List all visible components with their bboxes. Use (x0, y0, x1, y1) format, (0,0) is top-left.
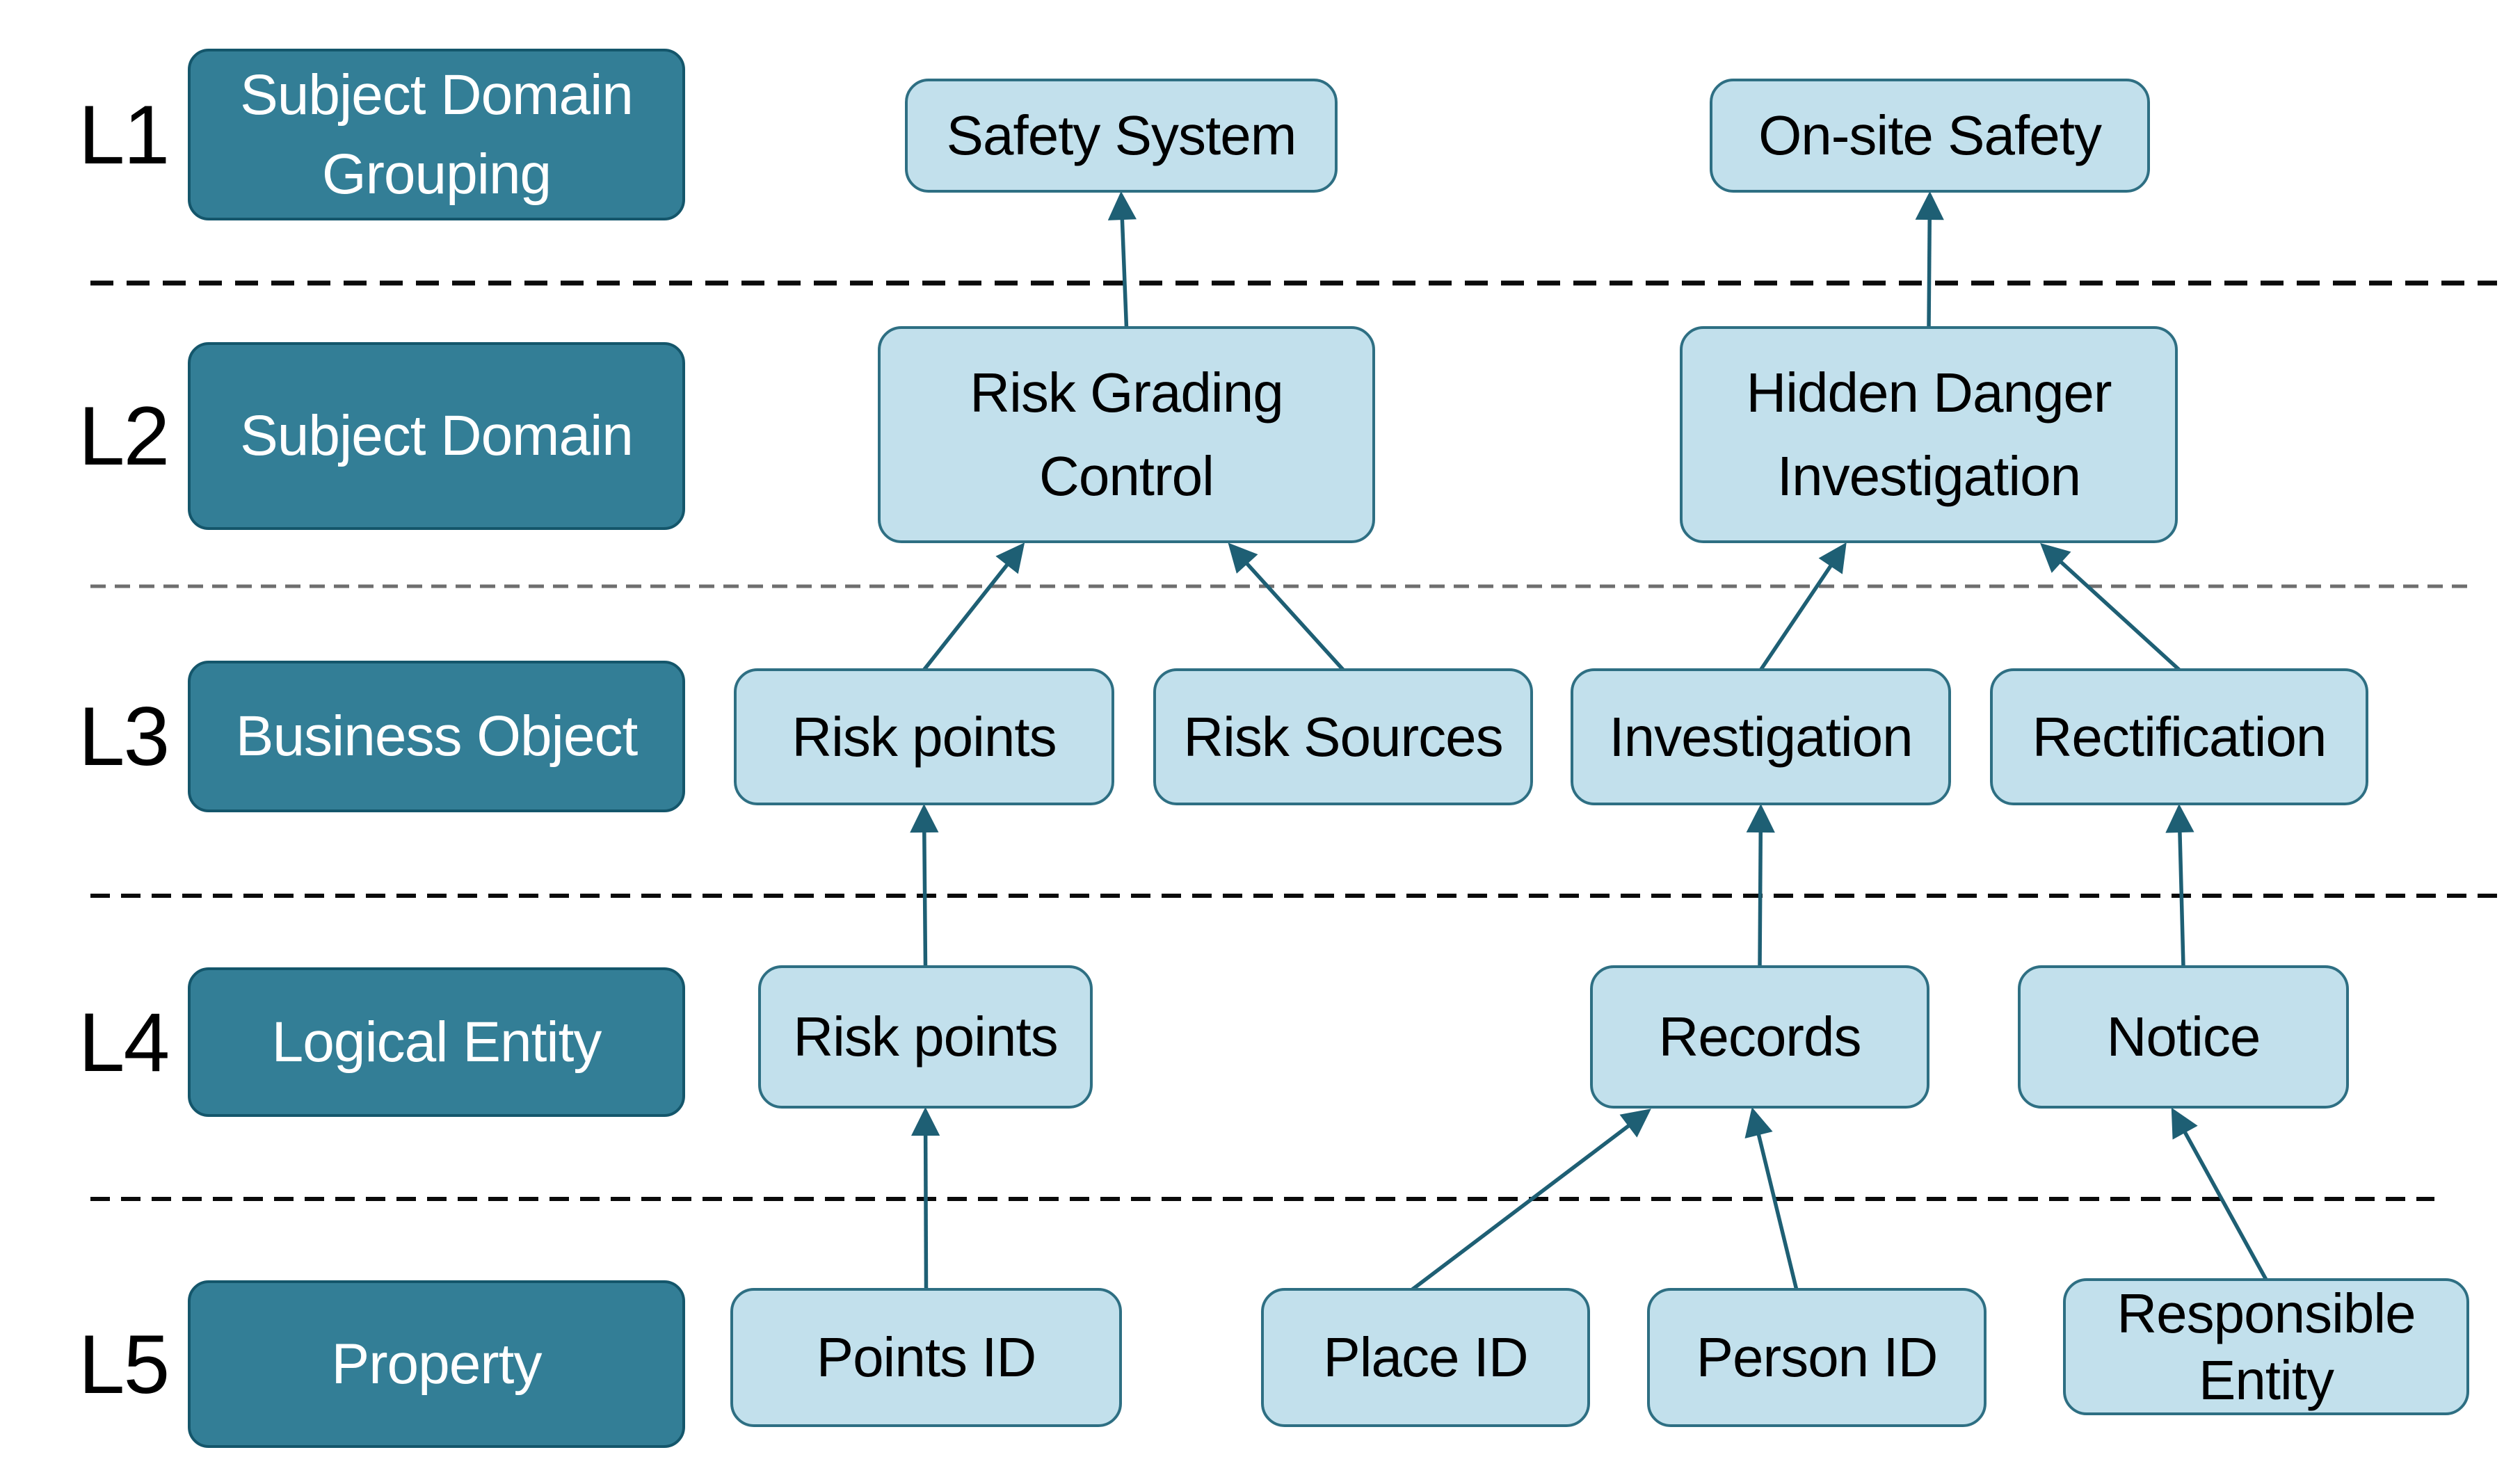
entity-label: Notice (2106, 1006, 2261, 1068)
level-tag-l5: L5 (78, 1317, 170, 1411)
relationship-arrow-investigation-to-hidden_danger_investigation (1759, 542, 1847, 671)
relationship-arrow-notice-to-rectification (2165, 803, 2194, 967)
entity-label: Investigation (1609, 705, 1913, 768)
entity-box-person-id: Person ID (1647, 1288, 1987, 1427)
entity-label: Risk Grading Control (970, 362, 1283, 507)
level-tag-l4: L4 (78, 995, 170, 1089)
entity-box-on-site-safety: On-site Safety (1710, 79, 2150, 193)
relationship-arrow-risk_points_logical_entity-to-risk_points_business_object (910, 803, 939, 967)
entity-label: Records (1658, 1006, 1862, 1068)
entity-box-risk-sources: Risk Sources (1153, 668, 1533, 805)
level-box-label: Property (331, 1332, 543, 1396)
entity-box-rectification: Rectification (1990, 668, 2368, 805)
level-box-logical-entity: Logical Entity (188, 967, 685, 1117)
entity-box-records: Records (1590, 965, 1929, 1109)
relationship-arrow-rectification-to-hidden_danger_investigation (2040, 542, 2181, 672)
relationship-arrow-person_id-to-records (1744, 1106, 1799, 1290)
relationship-arrow-risk_sources-to-risk_grading_control (1228, 542, 1345, 671)
entity-box-points-id: Points ID (730, 1288, 1122, 1427)
level-box-label: Subject Domain (240, 404, 634, 468)
entity-label: Risk points (792, 705, 1057, 768)
level-box-business-object: Business Object (188, 661, 685, 812)
relationship-arrow-risk_grading_control-to-safety_system (1107, 191, 1137, 328)
level-box-label: Subject Domain Grouping (240, 63, 634, 206)
entity-box-risk-points-l4: Risk points (758, 965, 1093, 1109)
entity-label: Safety System (946, 104, 1297, 166)
entity-box-investigation: Investigation (1571, 668, 1951, 805)
entity-label: Person ID (1696, 1326, 1939, 1388)
entity-box-hidden-danger-investigation: Hidden Danger Investigation (1680, 326, 2178, 543)
entity-label: Hidden Danger Investigation (1746, 362, 2112, 507)
level-box-subject-domain-grouping: Subject Domain Grouping (188, 49, 685, 220)
entity-label: Risk points (793, 1006, 1058, 1068)
entity-box-place-id: Place ID (1261, 1288, 1590, 1427)
entity-label: Risk Sources (1183, 705, 1503, 768)
relationship-arrow-hidden_danger_investigation-to-onsite_safety (1915, 191, 1944, 328)
entity-label: Rectification (2032, 705, 2327, 768)
level-box-label: Logical Entity (271, 1010, 602, 1074)
entity-box-risk-grading-control: Risk Grading Control (878, 326, 1375, 543)
entity-label: Points ID (816, 1326, 1037, 1388)
level-tag-l3: L3 (78, 690, 170, 783)
entity-label: Place ID (1323, 1326, 1528, 1388)
entity-label: Responsible Entity (2117, 1282, 2416, 1411)
relationship-arrow-records-to-investigation (1746, 803, 1775, 967)
relationship-arrow-risk_points_business_object-to-risk_grading_control (922, 542, 1025, 671)
entity-box-risk-points-l3: Risk points (734, 668, 1114, 805)
entity-label: On-site Safety (1758, 104, 2102, 166)
level-tag-l1: L1 (78, 88, 170, 182)
entity-box-notice: Notice (2018, 965, 2349, 1109)
level-tag-l2: L2 (78, 389, 170, 483)
level-box-property: Property (188, 1280, 685, 1448)
relationship-arrow-place_id-to-records (1411, 1109, 1651, 1291)
level-box-subject-domain: Subject Domain (188, 342, 685, 530)
entity-box-safety-system: Safety System (905, 79, 1338, 193)
level-box-label: Business Object (235, 704, 638, 768)
relationship-arrow-responsible_entity-to-notice (2171, 1107, 2268, 1281)
entity-box-responsible-entity: Responsible Entity (2063, 1278, 2469, 1415)
